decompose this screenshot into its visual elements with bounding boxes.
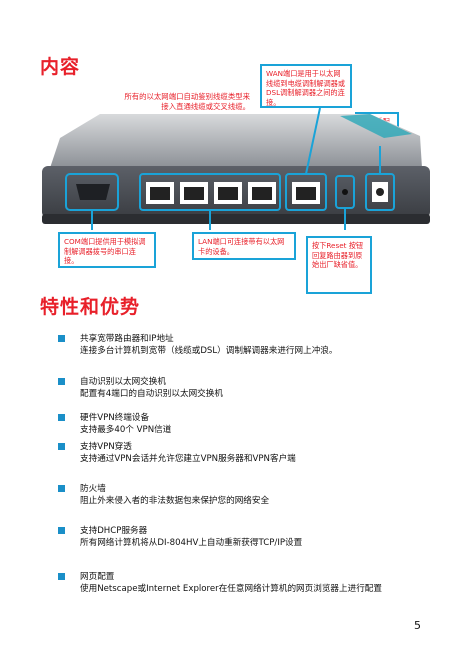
feature-description: 使用Netscape或Internet Explorer在任意网络计算机的网页浏… [80, 584, 382, 594]
features-heading: 特性和优势 [40, 296, 141, 318]
bullet-square-icon [58, 485, 65, 492]
bullet-square-icon [58, 527, 65, 534]
feature-item: 自动识别以太网交换机 配置有4端口的自动识别以太网交换机 [58, 376, 438, 400]
feature-title: 硬件VPN终端设备 [80, 413, 150, 423]
page-number: 5 [414, 619, 421, 632]
bullet-square-icon [58, 443, 65, 450]
reset-callout: 按下Reset 按钮回复路由器到原始出厂缺省值。 [306, 236, 372, 294]
feature-description: 支持最多40个 VPN信道 [80, 425, 172, 435]
bullet-square-icon [58, 573, 65, 580]
bullet-square-icon [58, 414, 65, 421]
feature-title: 自动识别以太网交换机 [80, 377, 166, 387]
router-image [42, 107, 430, 230]
feature-description: 连接多台计算机到宽带（线缆或DSL）调制解调器来进行网上冲浪。 [80, 346, 338, 356]
bullet-square-icon [58, 378, 65, 385]
bullet-square-icon [58, 335, 65, 342]
feature-item: 支持VPN穿透 支持通过VPN会话并允许您建立VPN服务器和VPN客户端 [58, 441, 438, 465]
feature-title: 支持VPN穿透 [80, 442, 132, 452]
lan-callout: LAN端口可连接带有以太网卡的设备。 [192, 232, 296, 260]
feature-item: 共享宽带路由器和IP地址 连接多台计算机到宽带（线缆或DSL）调制解调器来进行网… [58, 333, 438, 357]
router-rear-panel-illustration [40, 107, 432, 230]
feature-item: 支持DHCP服务器 所有网络计算机将从DI-804HV上自动重新获得TCP/IP… [58, 525, 438, 549]
feature-item: 硬件VPN终端设备 支持最多40个 VPN信道 [58, 412, 438, 436]
feature-title: 网页配置 [80, 572, 115, 582]
feature-description: 所有网络计算机将从DI-804HV上自动重新获得TCP/IP设置 [80, 538, 303, 548]
feature-item: 防火墙 阻止外来侵入者的非法数据包来保护您的网络安全 [58, 483, 438, 507]
feature-title: 共享宽带路由器和IP地址 [80, 334, 174, 344]
auto-detect-note: 所有的以太网端口自动鉴别线缆类型来接入直通线缆或交叉线缆。 [124, 92, 250, 111]
feature-description: 阻止外来侵入者的非法数据包来保护您的网络安全 [80, 496, 270, 506]
feature-description: 配置有4端口的自动识别以太网交换机 [80, 389, 223, 399]
com-callout: COM端口提供用于模拟调制解调器拨号的串口连接。 [58, 232, 156, 268]
feature-title: 防火墙 [80, 484, 106, 494]
wan-callout: WAN端口是用于以太网线缆到电缆调制解调器或DSL调制解调器之间的连接。 [260, 64, 352, 108]
feature-description: 支持通过VPN会话并允许您建立VPN服务器和VPN客户端 [80, 454, 296, 464]
contents-heading: 内容 [40, 56, 81, 78]
feature-title: 支持DHCP服务器 [80, 526, 148, 536]
feature-item: 网页配置 使用Netscape或Internet Explorer在任意网络计算… [58, 571, 438, 595]
